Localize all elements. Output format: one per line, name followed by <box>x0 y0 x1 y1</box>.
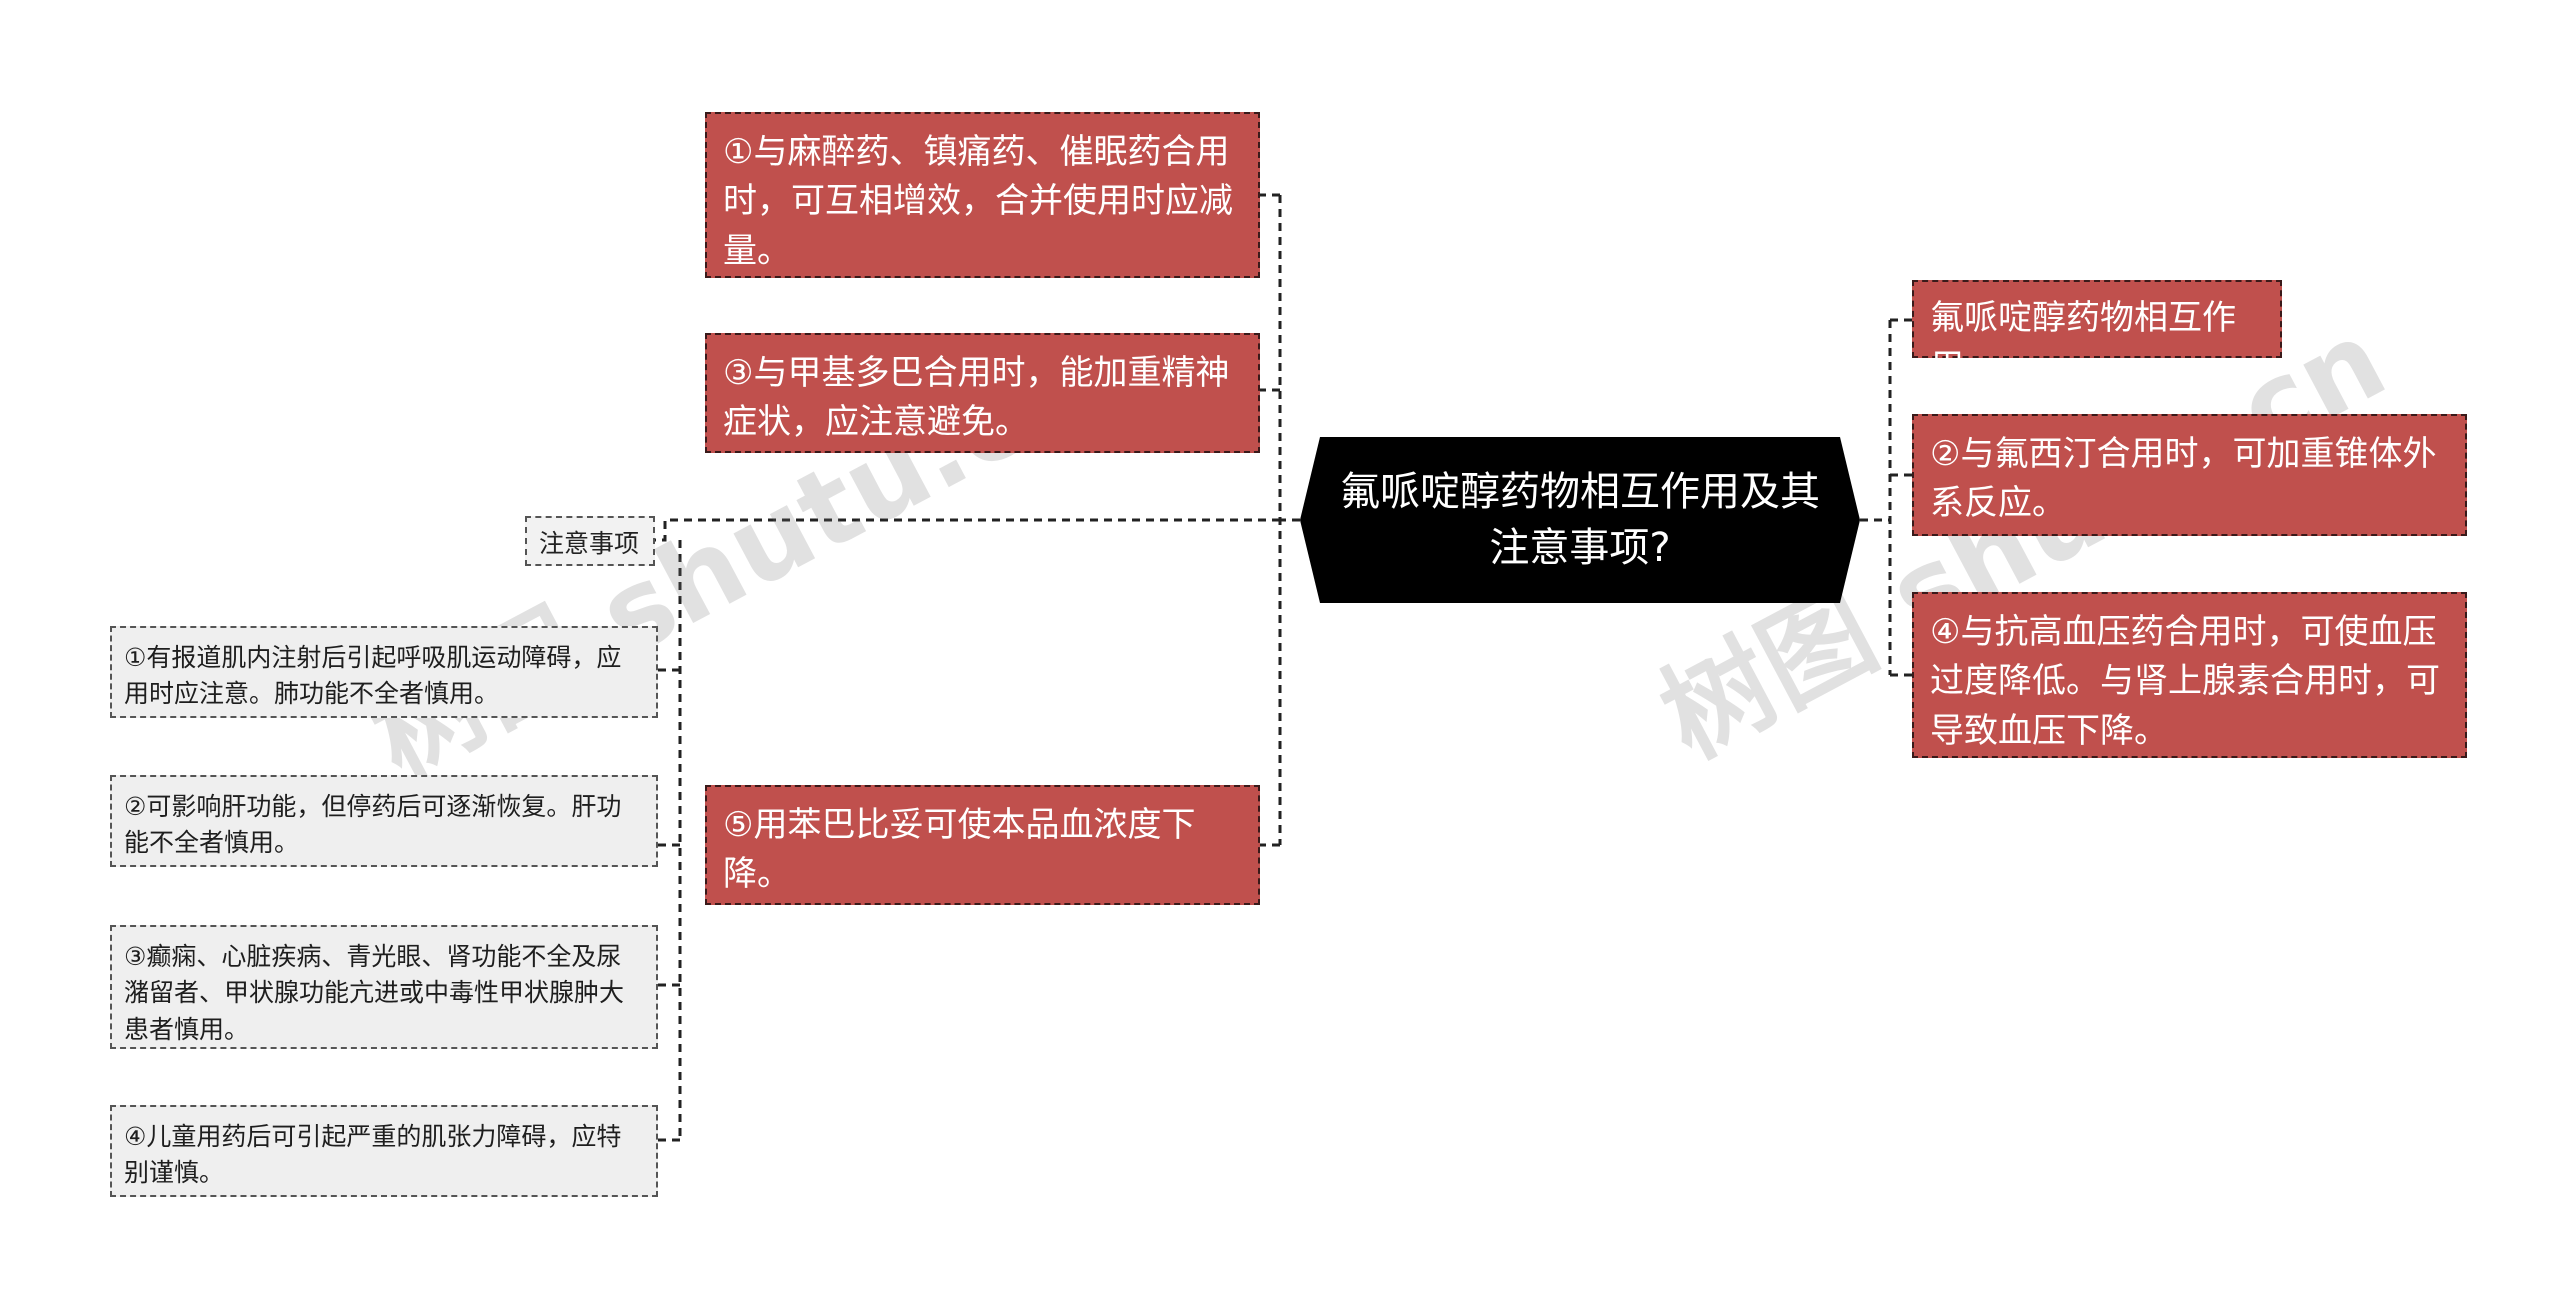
node-interaction-3[interactable]: ③与甲基多巴合用时，能加重精神症状，应注意避免。 <box>705 333 1260 453</box>
node-interaction-1[interactable]: ①与麻醉药、镇痛药、催眠药合用时，可互相增效，合并使用时应减量。 <box>705 112 1260 278</box>
center-node-title: 氟哌啶醇药物相互作用及其注意事项? <box>1340 469 1820 571</box>
center-node-shape <box>1300 437 1860 603</box>
node-interaction-4[interactable]: ④与抗高血压药合用时，可使血压过度降低。与肾上腺素合用时，可导致血压下降。 <box>1912 592 2467 758</box>
note-item-1[interactable]: ①有报道肌内注射后引起呼吸肌运动障碍，应用时应注意。肺功能不全者慎用。 <box>110 626 658 718</box>
node-interaction-5[interactable]: ⑤用苯巴比妥可使本品血浓度下降。 <box>705 785 1260 905</box>
node-interaction-2[interactable]: ②与氟西汀合用时，可加重锥体外系反应。 <box>1912 414 2467 536</box>
note-item-4[interactable]: ④儿童用药后可引起严重的肌张力障碍，应特别谨慎。 <box>110 1105 658 1197</box>
note-item-3[interactable]: ③癫痫、心脏疾病、青光眼、肾功能不全及尿潴留者、甲状腺功能亢进或中毒性甲状腺肿大… <box>110 925 658 1049</box>
note-item-2[interactable]: ②可影响肝功能，但停药后可逐渐恢复。肝功能不全者慎用。 <box>110 775 658 867</box>
node-right-title[interactable]: 氟哌啶醇药物相互作用 <box>1912 280 2282 387</box>
center-node[interactable]: 氟哌啶醇药物相互作用及其注意事项? <box>1300 437 1860 603</box>
node-notes-label[interactable]: 注意事项 <box>525 516 655 566</box>
